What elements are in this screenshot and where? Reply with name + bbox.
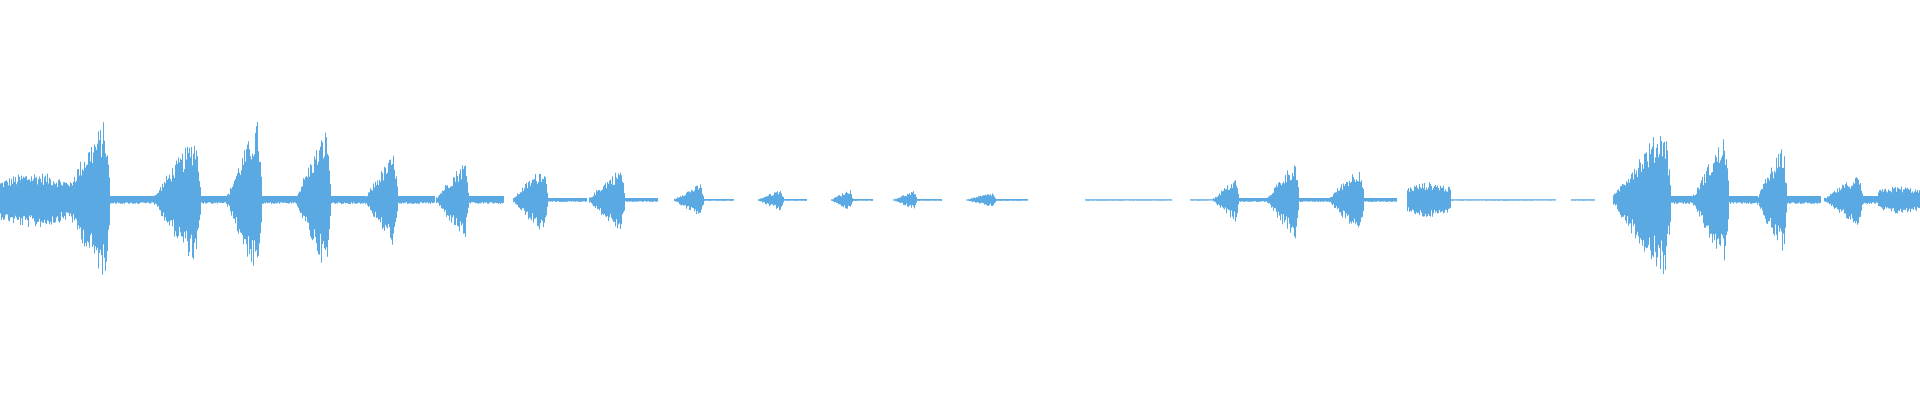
waveform-segment (261, 196, 297, 204)
waveform-path (296, 132, 331, 263)
waveform-segment (589, 172, 625, 229)
waveform-path (624, 198, 658, 202)
waveform-path (1862, 196, 1879, 204)
waveform-segment (397, 196, 435, 204)
waveform-path (893, 191, 917, 209)
waveform-path (1190, 199, 1214, 201)
waveform-path (1878, 186, 1920, 214)
waveform-path (365, 155, 398, 245)
waveform-path (703, 199, 734, 201)
waveform-segment (200, 196, 228, 204)
waveform-path (1757, 149, 1787, 251)
waveform-path (1085, 199, 1172, 201)
waveform-segment (109, 196, 155, 204)
waveform-segment (1363, 198, 1397, 202)
waveform-path (200, 196, 228, 204)
waveform-path (1363, 198, 1397, 202)
waveform-segment (1329, 172, 1364, 228)
waveform-segment (436, 165, 469, 237)
waveform-segment (1571, 199, 1595, 201)
waveform-segment (624, 198, 658, 202)
waveform-path (154, 145, 201, 260)
waveform-path (261, 196, 297, 204)
waveform-segment (1238, 198, 1268, 202)
waveform-segment (703, 199, 734, 201)
waveform-segment (547, 198, 587, 202)
waveform-segment (1298, 198, 1330, 202)
waveform-segment (893, 191, 917, 209)
waveform-path (1329, 172, 1364, 228)
waveform-segment (1862, 196, 1879, 204)
waveform-path (589, 172, 625, 229)
waveform-path (783, 199, 807, 201)
waveform-segment (1728, 196, 1758, 204)
waveform-path (758, 190, 784, 211)
waveform-path (1238, 198, 1268, 202)
waveform-path (852, 199, 873, 201)
waveform-path (468, 196, 504, 204)
waveform-segment (852, 199, 873, 201)
waveform-segment (1786, 196, 1821, 204)
waveform-segment (1670, 196, 1694, 204)
waveform-segment (63, 122, 110, 275)
waveform-segment (1613, 136, 1671, 274)
waveform-segment (995, 199, 1028, 201)
waveform-segment (1085, 199, 1172, 201)
waveform-segment (1757, 149, 1787, 251)
waveform-path (1450, 199, 1556, 201)
waveform-segment (758, 190, 784, 211)
waveform-path (1693, 139, 1729, 261)
waveform-segment (674, 184, 704, 215)
waveform-path (513, 173, 548, 230)
waveform-segment (365, 155, 398, 245)
waveform-path (1728, 196, 1758, 204)
waveform-segment (330, 196, 366, 204)
waveform-segment (1190, 199, 1214, 201)
waveform-segment (468, 196, 504, 204)
waveform-segment (1450, 199, 1556, 201)
waveform-segment (1878, 186, 1920, 214)
waveform-path (674, 184, 704, 215)
waveform-path (916, 199, 942, 201)
waveform-path (547, 198, 587, 202)
waveform-segment (916, 199, 942, 201)
waveform-path (831, 190, 853, 209)
waveform-path (1670, 196, 1694, 204)
waveform-path (966, 193, 996, 207)
waveform-segment (154, 145, 201, 260)
waveform-path (0, 173, 68, 227)
waveform-path (1571, 199, 1595, 201)
waveform-segment (1407, 182, 1451, 217)
waveform-segment (966, 193, 996, 207)
waveform-segment (1213, 180, 1239, 222)
waveform-segment (831, 190, 853, 209)
waveform-segment (1267, 165, 1299, 239)
waveform-path (1407, 182, 1451, 217)
waveform-segment (513, 173, 548, 230)
waveform-segment (783, 199, 807, 201)
waveform-path (1213, 180, 1239, 222)
waveform-path (109, 196, 155, 204)
waveform-path (1786, 196, 1821, 204)
waveform-path (1613, 136, 1671, 274)
waveform-path (330, 196, 366, 204)
waveform-path (995, 199, 1028, 201)
waveform-segment (1693, 139, 1729, 261)
waveform-path (436, 165, 469, 237)
waveform-path (227, 121, 262, 266)
waveform-segment (227, 121, 262, 266)
waveform-path (1267, 165, 1299, 239)
waveform-path (397, 196, 435, 204)
waveform-path (63, 122, 110, 275)
waveform-segment (1824, 177, 1863, 225)
waveform-segment (296, 132, 331, 263)
waveform-path (1824, 177, 1863, 225)
waveform-path (1298, 198, 1330, 202)
waveform-segment (0, 173, 68, 227)
